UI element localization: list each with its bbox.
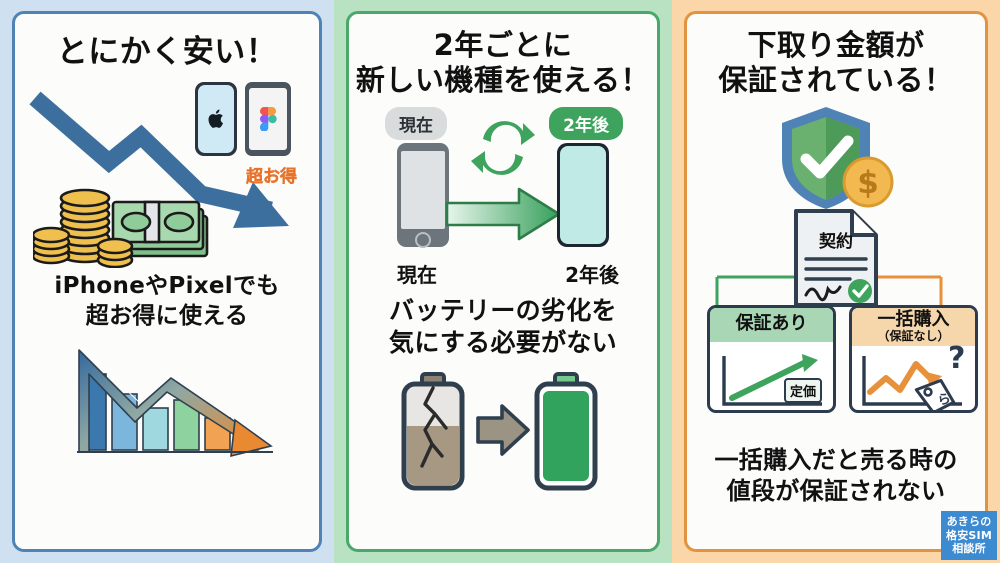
panel-newmodel-title: 2年ごとに 新しい機種を使える！: [355, 28, 651, 98]
panel-newmodel-illustration: 現在 2年後: [349, 106, 657, 287]
brand-logo-badge: あきらの 格安SIM 相談所: [941, 510, 997, 560]
question-mark-icon: ?: [948, 340, 966, 376]
price-tag-icon: ら: [914, 378, 956, 410]
compare-box-guaranteed: 保証あり 定価: [707, 304, 836, 413]
panel-newmodel: 2年ごとに 新しい機種を使える！ 現在 2年後: [334, 0, 672, 563]
compare-guaranteed-head: 保証あり: [710, 307, 833, 342]
cracked-battery-icon: [401, 371, 465, 491]
super-deal-badge: 超お得: [246, 166, 297, 187]
current-phone-screen: [401, 150, 445, 229]
compare-lumpsum-head: 一括購入 （保証なし）: [852, 307, 975, 347]
panel-newmodel-card: 2年ごとに 新しい機種を使える！ 現在 2年後: [346, 11, 660, 552]
panel-newmodel-caption: バッテリーの劣化を 気にする必要がない: [389, 295, 617, 358]
panel-tradein: 下取り金額が 保証されている！ $: [672, 0, 1000, 563]
compare-lumpsum-sub: （保証なし）: [877, 328, 950, 343]
panel-tradein-title: 下取り金額が 保証されている！: [718, 28, 954, 98]
phone-pair: [195, 81, 291, 156]
panel-tradein-caption: 一括購入だと売る時の 値段が保証されない: [714, 445, 958, 505]
current-phone-device: [397, 142, 449, 248]
panel-tradein-card: 下取り金額が 保証されている！ $: [684, 11, 988, 552]
apple-logo-icon: [208, 109, 223, 128]
label-future: 2年後: [565, 262, 619, 287]
panel-cheap-caption: iPhoneやPixelでも 超お得に使える: [54, 272, 280, 329]
figma-logo-icon: [259, 106, 277, 131]
badge-now: 現在: [385, 106, 447, 140]
panel-cheap-title: とにかく安い！: [56, 34, 278, 70]
battery-comparison-icon: [401, 371, 598, 491]
declining-arrow-icon: [29, 91, 289, 228]
contract-label: 契約: [818, 231, 853, 252]
home-button-icon: [415, 231, 431, 248]
compare-box-lumpsum: 一括購入 （保証なし） ら ?: [849, 304, 978, 413]
declining-bar-chart: [15, 336, 319, 466]
iphone-screen: [198, 84, 234, 153]
dollar-coin-icon: $: [842, 156, 894, 208]
rising-trend-icon: [722, 353, 822, 406]
declining-bar-chart-icon: [77, 346, 273, 457]
label-now: 現在: [397, 262, 437, 287]
full-battery-icon: [534, 371, 598, 491]
svg-text:ら: ら: [936, 391, 952, 408]
panel-cheap-illustration: 超お得: [15, 78, 319, 274]
coins-and-cash-icon: [33, 188, 209, 268]
transition-arrow-icon: [476, 403, 530, 456]
future-phone-screen: [560, 145, 606, 244]
panel-tradein-illustration: $ 契約: [687, 101, 985, 431]
refresh-cycle-icon: [471, 120, 535, 175]
svg-text:$: $: [857, 165, 879, 201]
volatile-trend-icon: ら: [862, 355, 962, 410]
shield-check-icon: $: [782, 106, 894, 209]
iphone-device: [195, 81, 237, 156]
list-price-tag: 定価: [784, 377, 823, 403]
badge-future: 2年後: [549, 106, 623, 140]
android-device: [245, 81, 291, 156]
android-screen: [249, 87, 287, 150]
panel-cheap-card: とにかく安い！: [12, 11, 322, 552]
approval-check-icon: [848, 278, 872, 303]
battery-comparison: [349, 368, 657, 496]
panel-cheap: とにかく安い！: [0, 0, 334, 563]
compare-lumpsum-title: 一括購入: [877, 308, 950, 330]
signature-icon: [804, 285, 842, 302]
right-arrow-icon: [445, 187, 561, 241]
contract-document-icon: 契約: [794, 208, 878, 307]
future-phone-device: [557, 142, 609, 247]
